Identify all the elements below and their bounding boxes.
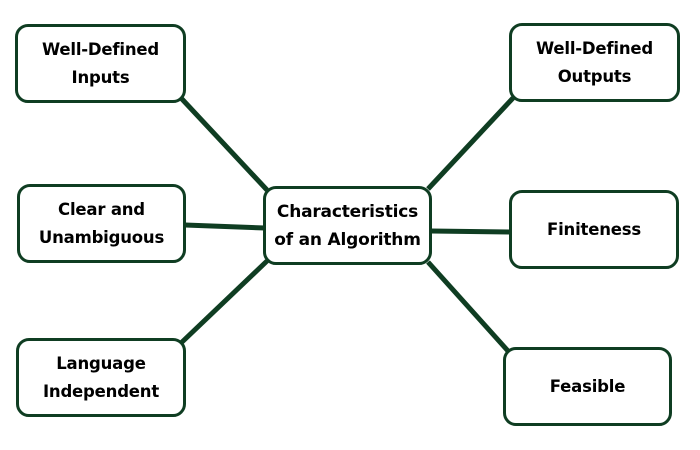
node-well-defined-inputs: Well-Defined Inputs [15, 24, 186, 103]
node-well-defined-outputs: Well-Defined Outputs [509, 23, 680, 102]
node-clear-and-unambiguous: Clear and Unambiguous [17, 184, 186, 263]
node-feasible: Feasible [503, 347, 672, 426]
node-label: Clear and [58, 199, 145, 219]
central-node-label: of an Algorithm [274, 229, 421, 250]
edge-center-to-feas [426, 260, 510, 353]
central-node-label: Characteristics [276, 201, 419, 222]
node-label: Outputs [557, 66, 632, 86]
node-label: Finiteness [547, 219, 641, 239]
edge-center-to-clear [184, 222, 266, 231]
node-finiteness: Finiteness [509, 190, 679, 269]
edge-center-to-lang [179, 259, 269, 345]
edge-center-to-finite [430, 228, 511, 235]
node-label: Language [56, 353, 146, 373]
central-node-characteristics-of-an-algorithm: Characteristics of an Algorithm [263, 186, 432, 265]
node-label: Inputs [71, 67, 130, 87]
node-language-independent: Language Independent [16, 338, 186, 417]
node-label: Independent [42, 381, 160, 401]
edge-center-to-inputs [179, 96, 269, 192]
node-label: Unambiguous [38, 227, 165, 247]
node-label: Feasible [549, 376, 626, 396]
node-label: Well-Defined [41, 39, 160, 59]
node-label: Well-Defined [535, 38, 654, 58]
edge-center-to-outputs [426, 96, 515, 191]
